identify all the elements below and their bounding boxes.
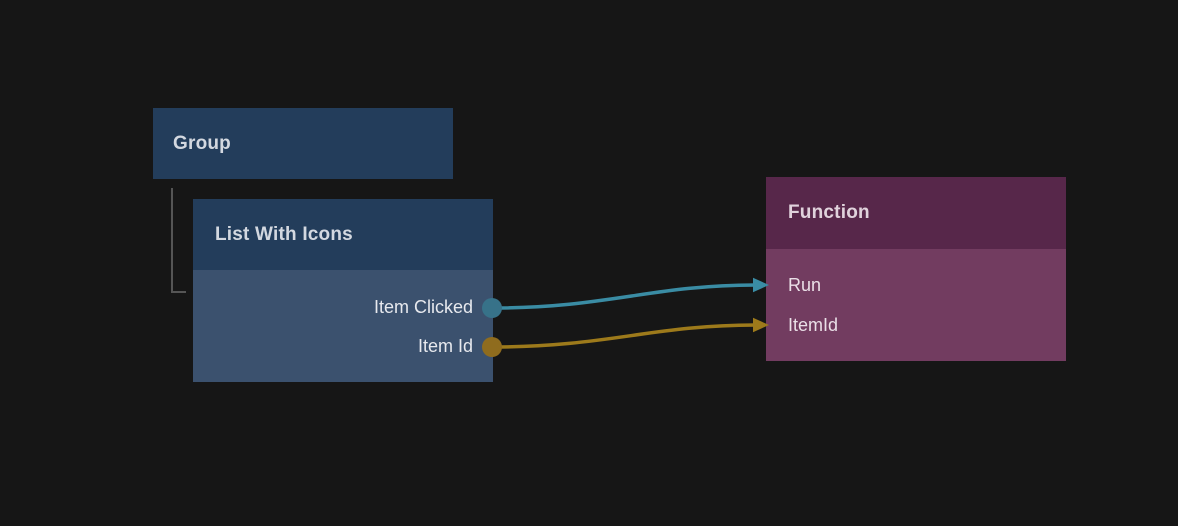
node-function[interactable]: Function Run ItemId <box>766 177 1066 361</box>
port-label-item-clicked: Item Clicked <box>373 297 473 317</box>
connection-wire-item-clicked-run[interactable] <box>490 283 758 310</box>
node-function-body: Run ItemId <box>766 249 1066 361</box>
arrowhead-run-icon <box>753 277 769 293</box>
port-label-item-id: Item Id <box>417 336 473 356</box>
output-port-item-clicked[interactable]: Item Clicked <box>193 288 493 327</box>
port-label-itemid: ItemId <box>788 314 839 335</box>
port-dot-item-clicked-icon[interactable] <box>482 298 502 318</box>
port-label-run: Run <box>788 274 822 295</box>
node-function-title: Function <box>788 202 870 223</box>
output-port-item-id[interactable]: Item Id <box>193 327 493 366</box>
node-list-with-icons-header[interactable]: List With Icons <box>193 199 493 270</box>
node-group-title: Group <box>173 132 231 154</box>
node-list-with-icons-title: List With Icons <box>215 223 353 245</box>
input-port-itemid[interactable]: ItemId <box>766 305 1066 345</box>
node-list-with-icons[interactable]: List With Icons Item Clicked Item Id <box>193 199 493 382</box>
input-port-run[interactable]: Run <box>766 265 1066 305</box>
node-group-header[interactable]: Group <box>153 108 453 179</box>
node-function-header[interactable]: Function <box>766 177 1066 249</box>
port-dot-item-id-icon[interactable] <box>482 337 502 357</box>
node-list-with-icons-body: Item Clicked Item Id <box>193 270 493 382</box>
arrowhead-itemid-icon <box>753 317 769 333</box>
hierarchy-connector-line <box>171 188 186 293</box>
node-group[interactable]: Group <box>153 108 453 179</box>
connection-wire-item-id-itemid[interactable] <box>490 323 758 349</box>
